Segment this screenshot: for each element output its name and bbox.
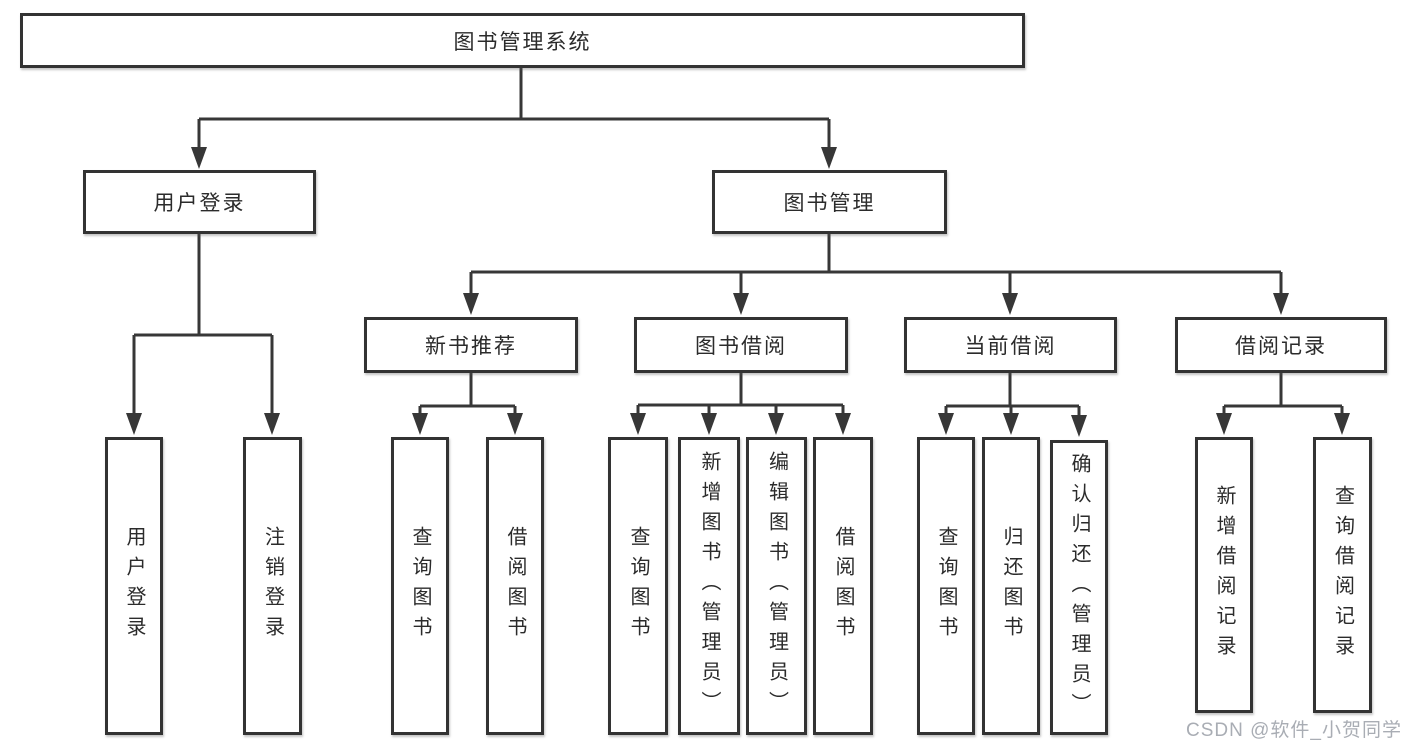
node-library-system-label: 图书管理系统 (453, 30, 592, 54)
csdn-watermark: CSDN @软件_小贺同学 (1186, 720, 1402, 741)
node-borrow-records-label: 借阅记录 (1235, 335, 1327, 358)
leaf-label: 借阅图书 (504, 526, 526, 646)
node-user-login: 用户登录 (83, 170, 316, 234)
leaf-label: 新增图书（管理员） (698, 451, 720, 721)
node-user-login-label: 用户登录 (153, 192, 246, 215)
leaf-add-borrow-record: 新增借阅记录 (1195, 437, 1253, 713)
leaf-label: 注销登录 (261, 526, 284, 646)
node-book-borrow: 图书借阅 (634, 317, 848, 373)
leaf-query-books-borrow: 查询图书 (608, 437, 668, 735)
node-book-management: 图书管理 (712, 170, 947, 234)
leaf-add-books-admin: 新增图书（管理员） (678, 437, 740, 735)
node-borrow-records: 借阅记录 (1175, 317, 1387, 373)
leaf-borrow-books: 借阅图书 (813, 437, 873, 735)
leaf-label: 查询图书 (935, 526, 957, 646)
leaf-confirm-return-admin: 确认归还（管理员） (1050, 440, 1108, 735)
node-library-system: 图书管理系统 (20, 13, 1025, 68)
leaf-label: 确认归还（管理员） (1068, 452, 1090, 723)
leaf-label: 查询图书 (409, 526, 431, 646)
leaf-label: 新增借阅记录 (1213, 485, 1235, 665)
leaf-user-login: 用户登录 (105, 437, 163, 735)
leaf-logout: 注销登录 (243, 437, 302, 735)
leaf-query-books-current: 查询图书 (917, 437, 975, 735)
leaf-borrow-books-recommend: 借阅图书 (486, 437, 544, 735)
node-new-book-recommend: 新书推荐 (364, 317, 578, 373)
leaf-label: 编辑图书（管理员） (765, 451, 788, 721)
node-book-management-label: 图书管理 (783, 192, 876, 215)
node-current-borrow: 当前借阅 (904, 317, 1117, 373)
leaf-query-books-recommend: 查询图书 (391, 437, 449, 735)
leaf-label: 归还图书 (1000, 526, 1022, 646)
leaf-label: 查询图书 (627, 526, 649, 646)
leaf-edit-books-admin: 编辑图书（管理员） (746, 437, 807, 735)
leaf-return-books: 归还图书 (982, 437, 1040, 735)
node-book-borrow-label: 图书借阅 (695, 335, 787, 358)
node-current-borrow-label: 当前借阅 (964, 335, 1057, 358)
leaf-label: 用户登录 (123, 526, 145, 646)
leaf-label: 查询借阅记录 (1331, 485, 1354, 665)
leaf-label: 借阅图书 (832, 526, 854, 646)
leaf-query-borrow-record: 查询借阅记录 (1313, 437, 1372, 713)
node-new-book-recommend-label: 新书推荐 (425, 335, 517, 358)
